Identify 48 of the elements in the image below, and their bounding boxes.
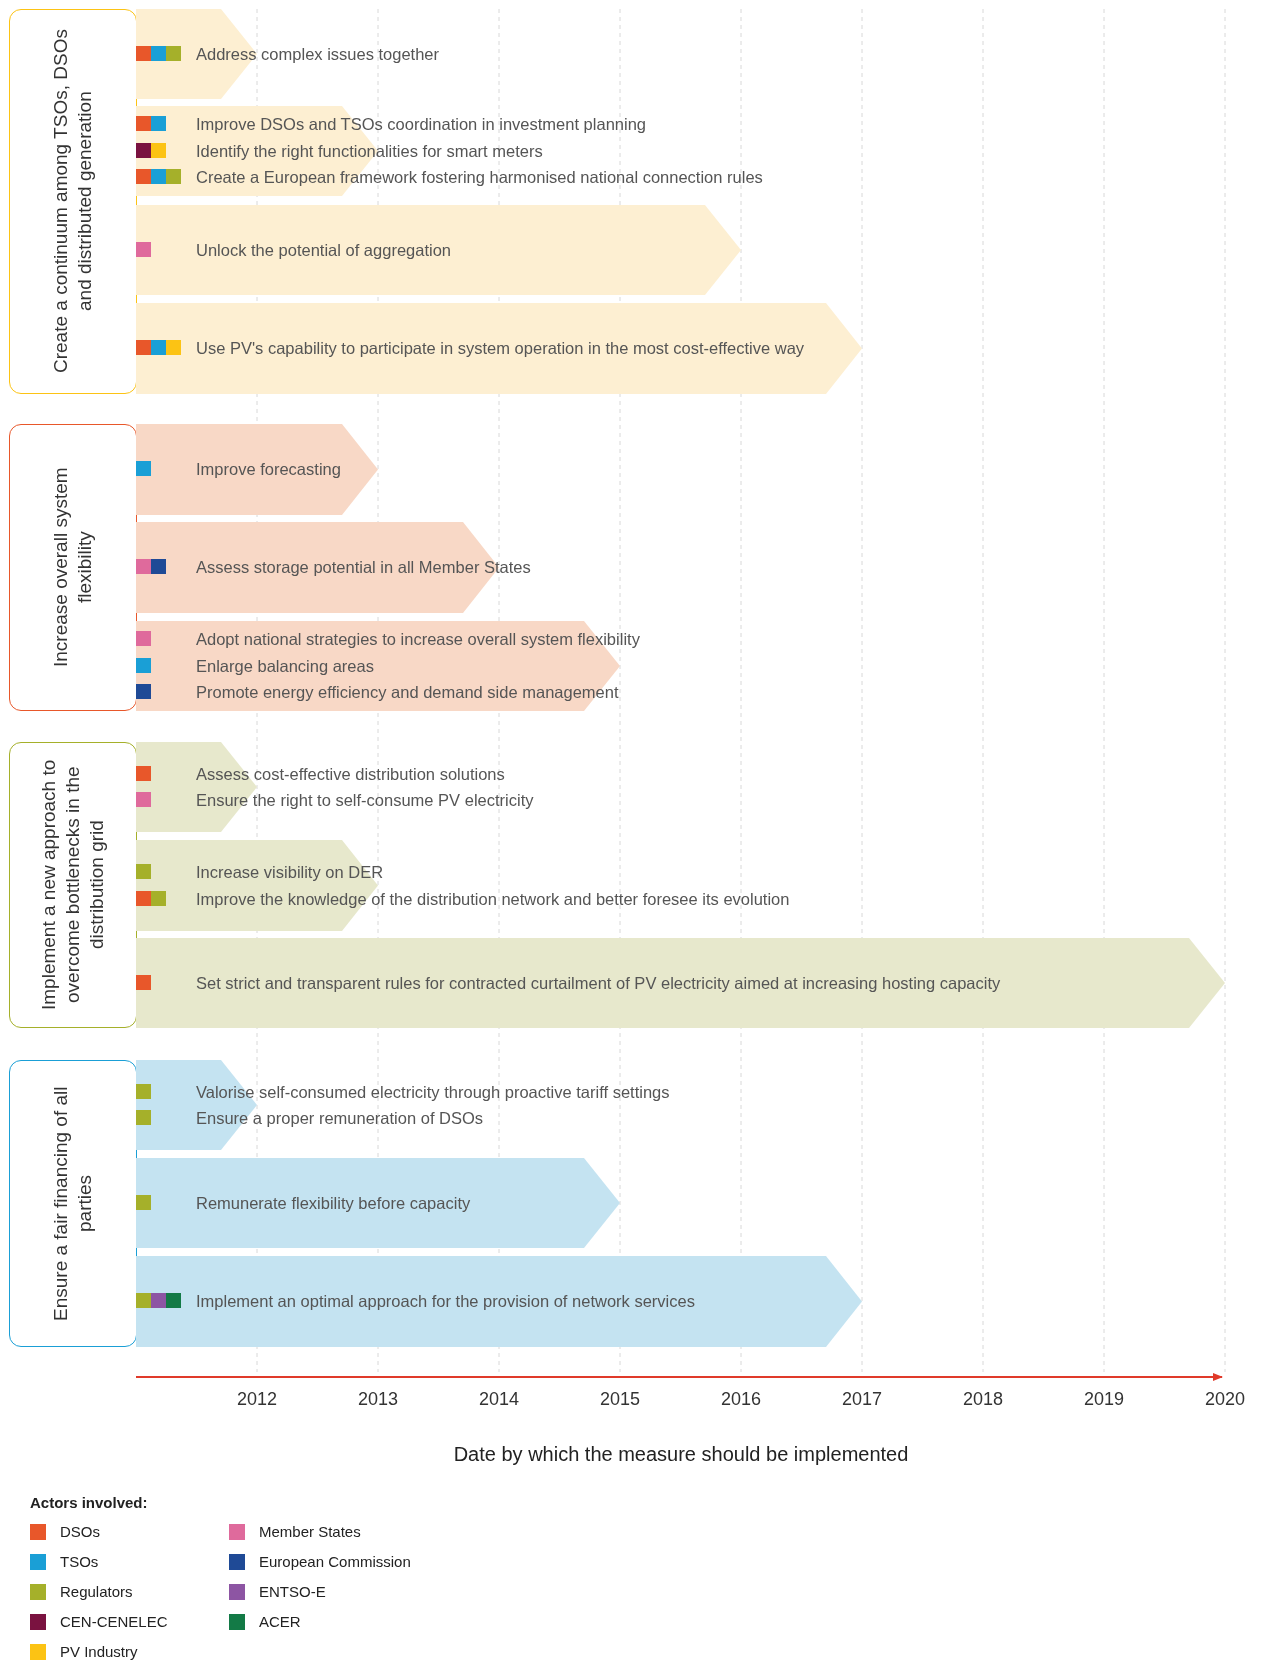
year-label: 2015 xyxy=(600,1389,640,1410)
legend-heading: Actors involved: xyxy=(30,1494,148,1511)
legend-label: Member States xyxy=(259,1523,361,1540)
year-label: 2017 xyxy=(842,1389,882,1410)
year-label: 2014 xyxy=(479,1389,519,1410)
measure-text: Assess storage potential in all Member States xyxy=(196,557,531,578)
year-label: 2013 xyxy=(358,1389,398,1410)
measure-text: Improve DSOs and TSOs coordination in investment planning xyxy=(196,114,646,135)
measure-text: Unlock the potential of aggregation xyxy=(196,239,451,260)
legend-label: European Commission xyxy=(259,1553,411,1570)
measure-text: Implement an optimal approach for the provision of network services xyxy=(196,1291,695,1312)
measure-text: Valorise self-consumed electricity through proactive tariff settings xyxy=(196,1081,670,1102)
group-title: Implement a new approach to overcome bottlenecks in the distribution grid xyxy=(37,758,108,1013)
legend-label: Regulators xyxy=(60,1583,133,1600)
measure-text: Remunerate flexibility before capacity xyxy=(196,1192,471,1213)
year-label: 2020 xyxy=(1205,1389,1245,1410)
legend-label: DSOs xyxy=(60,1523,100,1540)
group-title: Increase overall system flexibility xyxy=(49,466,96,670)
measure-text: Set strict and transparent rules for contracted curtailment of PV electricity aimed at increasing hosting capacity xyxy=(196,972,1001,993)
legend-label: ENTSO-E xyxy=(259,1583,326,1600)
measure-text: Address complex issues together xyxy=(196,43,440,64)
measure-text: Ensure a proper remuneration of DSOs xyxy=(196,1108,484,1128)
measure-text: Improve the knowledge of the distribution network and better foresee its evolution xyxy=(196,888,790,909)
year-label: 2018 xyxy=(963,1389,1003,1410)
measure-text: Improve forecasting xyxy=(196,459,341,480)
legend-label: TSOs xyxy=(60,1553,99,1570)
group-title: Ensure a fair financing of all parties xyxy=(49,1085,96,1323)
measure-text: Use PV's capability to participate in system operation in the most cost-effective way xyxy=(196,338,805,359)
measure-text: Assess cost-effective distribution solutions xyxy=(196,763,505,784)
legend-label: PV Industry xyxy=(60,1643,138,1660)
measure-text: Identify the right functionalities for smart meters xyxy=(196,140,543,161)
measure-text: Promote energy efficiency and demand side management xyxy=(196,682,619,703)
year-label: 2016 xyxy=(721,1389,761,1410)
group-title: Create a continuum among TSOs, DSOs and distributed generation xyxy=(49,28,96,376)
measure-text: Adopt national strategies to increase overall system flexibility xyxy=(196,629,640,650)
year-label: 2019 xyxy=(1084,1389,1124,1410)
measure-text: Increase visibility on DER xyxy=(196,862,384,882)
measure-text: Ensure the right to self-consume PV electricity xyxy=(196,790,534,810)
group-box xyxy=(9,9,137,394)
group-box xyxy=(9,424,137,711)
legend-label: CEN-CENELEC xyxy=(60,1613,168,1630)
legend-label: ACER xyxy=(259,1613,301,1630)
year-label: 2012 xyxy=(237,1389,277,1410)
measure-text: Enlarge balancing areas xyxy=(196,655,374,676)
measure-text: Create a European framework fostering harmonised national connection rules xyxy=(196,167,763,188)
axis-title: Date by which the measure should be implemented xyxy=(453,1443,909,1466)
group-box xyxy=(9,1060,137,1347)
group-box xyxy=(9,742,137,1028)
